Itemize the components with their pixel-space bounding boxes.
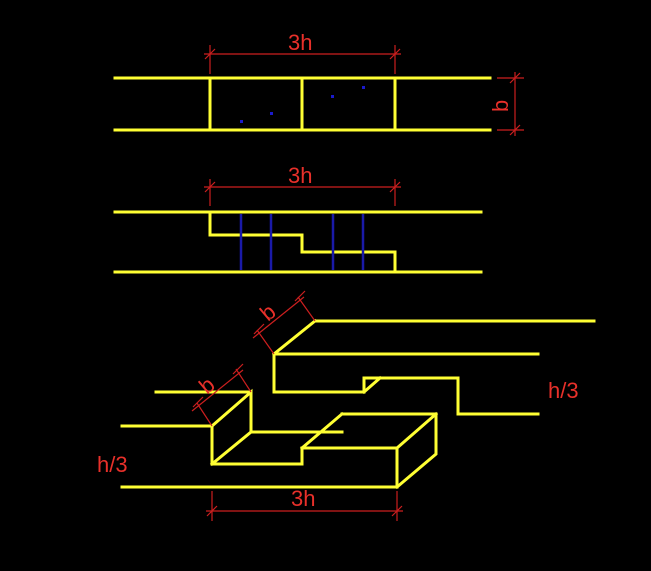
rebar-dot (362, 86, 365, 89)
plan-view: 3h b (113, 30, 524, 136)
dimension-top-height: b (488, 72, 524, 136)
isometric-view: b b h/3 h/3 3h (97, 290, 596, 521)
dimension-middle-width: 3h (204, 163, 401, 206)
rebar-dot (240, 120, 243, 123)
stepped-joint-line (208, 210, 397, 274)
rebar-dot (270, 112, 273, 115)
dimension-label: 3h (288, 30, 312, 55)
dimension-label: 3h (288, 163, 312, 188)
dimension-bottom-width: 3h (206, 486, 403, 521)
lower-piece (120, 388, 439, 490)
dimension-label: 3h (291, 486, 315, 511)
height-label-left: h/3 (97, 452, 128, 477)
dimension-label: b (194, 372, 219, 399)
dimension-top-width: 3h (204, 30, 401, 74)
dimension-label: b (488, 100, 513, 112)
upper-piece (271, 318, 596, 416)
rebar-dot (331, 95, 334, 98)
dimension-label: b (255, 299, 280, 326)
elevation-view: 3h (113, 163, 483, 274)
height-label-right: h/3 (548, 378, 579, 403)
